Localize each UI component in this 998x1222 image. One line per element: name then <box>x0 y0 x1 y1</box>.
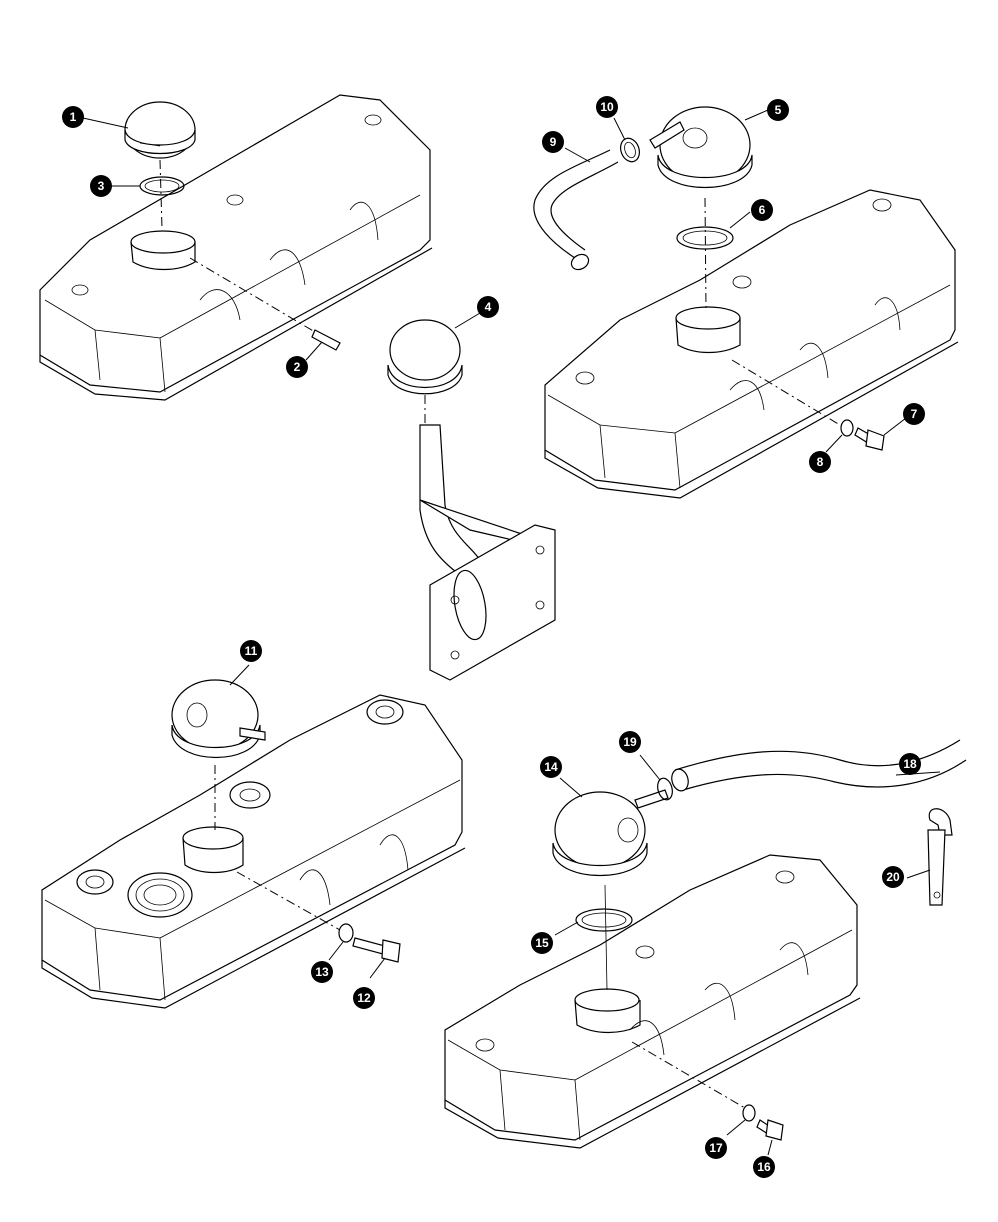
callout-17: 17 <box>705 1137 727 1159</box>
bolt-7 <box>854 427 885 451</box>
hose-clamp-19 <box>657 777 673 801</box>
breather-cap-14 <box>552 789 669 877</box>
callout-3: 3 <box>90 175 112 197</box>
svg-text:17: 17 <box>709 1141 723 1155</box>
hose-clamp-10 <box>619 137 641 163</box>
callout-11: 11 <box>240 640 262 662</box>
callout-13: 13 <box>311 961 333 983</box>
valve-cover-bottom-left <box>41 694 466 1009</box>
valve-cover-bottom-right <box>444 854 861 1149</box>
bolt-12 <box>352 937 401 963</box>
callout-5: 5 <box>767 99 789 121</box>
svg-text:4: 4 <box>485 300 492 314</box>
callout-10: 10 <box>596 96 618 118</box>
o-ring-3 <box>139 176 185 196</box>
valve-cover-top-left <box>39 94 433 401</box>
svg-text:1: 1 <box>70 110 77 124</box>
svg-text:6: 6 <box>759 203 766 217</box>
callout-8: 8 <box>809 451 831 473</box>
svg-text:5: 5 <box>775 103 782 117</box>
svg-text:10: 10 <box>600 100 614 114</box>
callout-4: 4 <box>477 296 499 318</box>
svg-text:15: 15 <box>535 936 549 950</box>
washer-13 <box>338 923 354 943</box>
bracket-20 <box>927 808 953 906</box>
callout-6: 6 <box>751 199 773 221</box>
svg-text:14: 14 <box>544 760 558 774</box>
svg-text:2: 2 <box>294 360 301 374</box>
svg-text:11: 11 <box>245 644 258 658</box>
callout-14: 14 <box>540 756 562 778</box>
callout-12: 12 <box>353 987 375 1009</box>
svg-text:12: 12 <box>357 991 371 1005</box>
svg-text:13: 13 <box>315 965 329 979</box>
valve-cover-top-right <box>544 189 959 499</box>
callout-18: 18 <box>899 753 921 775</box>
svg-text:3: 3 <box>98 179 105 193</box>
hose-18 <box>671 739 967 792</box>
svg-text:8: 8 <box>817 455 824 469</box>
breather-cap-1 <box>124 101 196 159</box>
callout-7: 7 <box>903 403 925 425</box>
callout-16: 16 <box>753 1156 775 1178</box>
svg-text:16: 16 <box>757 1160 771 1174</box>
hose-9 <box>533 149 619 271</box>
breather-cap-11 <box>171 679 266 759</box>
washer-17 <box>742 1104 756 1122</box>
breather-cap-5 <box>649 106 753 189</box>
callout-19: 19 <box>619 731 641 753</box>
svg-text:19: 19 <box>623 735 637 749</box>
leader-lines <box>82 109 941 1156</box>
svg-text:20: 20 <box>886 870 900 884</box>
callout-1: 1 <box>62 106 84 128</box>
callout-2: 2 <box>286 356 308 378</box>
callout-15: 15 <box>531 932 553 954</box>
svg-text:9: 9 <box>550 135 557 149</box>
svg-text:7: 7 <box>911 407 918 421</box>
bolt-16 <box>756 1119 784 1141</box>
svg-text:18: 18 <box>903 757 917 771</box>
breather-pipe-assembly-4 <box>387 319 556 681</box>
o-ring-15 <box>575 908 633 932</box>
callout-9: 9 <box>542 131 564 153</box>
callout-20: 20 <box>882 866 904 888</box>
washer-8 <box>840 419 854 437</box>
